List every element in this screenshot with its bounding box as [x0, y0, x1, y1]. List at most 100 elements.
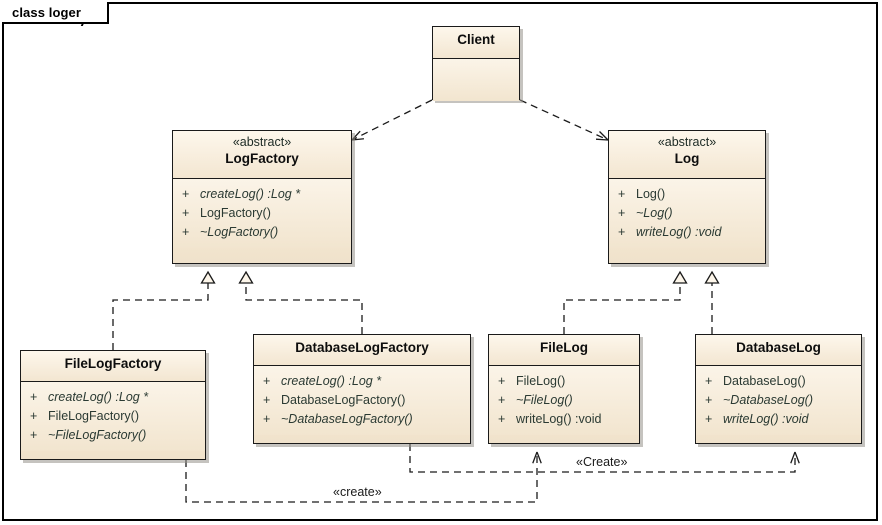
open-arrowhead — [790, 451, 796, 464]
uml-member-row: + writeLog() :void — [615, 223, 761, 242]
uml-members-databaselog: + DatabaseLog() + ~DatabaseLog() + writeLog()… — [696, 366, 861, 435]
member-signature: ~DatabaseLogFactory() — [281, 412, 413, 426]
uml-members-client — [433, 59, 519, 101]
member-signature: DatabaseLog() — [723, 374, 806, 388]
uml-members-log: +Log()+~Log()+writeLog() :void — [609, 179, 765, 248]
relationship-line — [185, 453, 538, 503]
uml-class-header-filelogfactory: FileLogFactory — [21, 351, 205, 382]
uml-class-name-client: Client — [457, 32, 495, 47]
uml-members-filelogfactory: +createLog() :Log *+FileLogFactory()+~Fi… — [21, 382, 205, 451]
visibility-marker: + — [182, 206, 190, 220]
visibility-marker: + — [182, 187, 190, 201]
member-signature: ~FileLog() — [516, 393, 573, 407]
uml-class-header-log: «abstract» Log — [609, 131, 765, 179]
member-signature: writeLog() :void — [516, 412, 602, 426]
member-signature: FileLog() — [516, 374, 566, 388]
visibility-marker: + — [498, 374, 506, 388]
open-arrowhead — [599, 131, 609, 141]
member-signature: LogFactory() — [200, 206, 271, 220]
uml-class-name-filelogfactory: FileLogFactory — [64, 356, 162, 371]
visibility-marker: + — [263, 374, 271, 388]
uml-stereotype-log: «abstract» — [657, 135, 717, 149]
frame-title-tab: class loger — [2, 2, 110, 24]
uml-members-logfactory: +createLog() :Log *+LogFactory()+~LogFac… — [173, 179, 351, 248]
uml-stereotype-logfactory: «abstract» — [232, 135, 292, 149]
uml-member-row: + ~LogFactory() — [179, 223, 347, 242]
uml-member-row: + FileLogFactory() — [27, 407, 201, 426]
visibility-marker: + — [182, 225, 190, 239]
open-arrowhead — [595, 138, 609, 141]
visibility-marker: + — [30, 390, 38, 404]
uml-member-row: +createLog() :Log * — [260, 372, 466, 391]
uml-member-row: + FileLog() — [495, 372, 635, 391]
open-arrowhead — [794, 451, 800, 464]
relationship-databaselogfactory-realizes-logfactory[interactable] — [238, 270, 363, 334]
uml-class-header-databaselogfactory: DatabaseLogFactory — [254, 335, 470, 366]
visibility-marker: + — [30, 409, 38, 423]
member-signature: DatabaseLogFactory() — [281, 393, 406, 407]
relationship-client-to-log[interactable] — [519, 99, 609, 141]
uml-member-row: +createLog() :Log * — [27, 388, 201, 407]
uml-member-row: + ~FileLogFactory() — [27, 426, 201, 445]
uml-class-log[interactable]: «abstract»Log+Log()+~Log()+writeLog() :v… — [608, 130, 766, 264]
hollow-triangle-arrowhead — [238, 270, 254, 284]
hollow-triangle-arrowhead — [200, 270, 216, 284]
relationship-filelog-realizes-log[interactable] — [563, 270, 688, 334]
hollow-triangle-arrowhead — [672, 270, 688, 284]
hollow-triangle-arrowhead — [704, 270, 720, 284]
member-signature: Log() — [636, 187, 666, 201]
uml-class-header-databaselog: DatabaseLog — [696, 335, 861, 366]
visibility-marker: + — [618, 206, 626, 220]
open-arrowhead — [532, 451, 538, 464]
relationship-line — [519, 99, 608, 141]
relationship-databaselog-realizes-log[interactable] — [704, 270, 720, 334]
uml-member-row: +writeLog() :void — [495, 410, 635, 429]
uml-member-row: + DatabaseLogFactory() — [260, 391, 466, 410]
visibility-marker: + — [705, 412, 713, 426]
visibility-marker: + — [30, 428, 38, 442]
uml-class-header-client: Client — [433, 27, 519, 59]
visibility-marker: + — [705, 393, 713, 407]
member-signature: FileLogFactory() — [48, 409, 139, 423]
uml-class-name-databaselogfactory: DatabaseLogFactory — [295, 340, 429, 355]
member-signature: ~FileLogFactory() — [48, 428, 147, 442]
uml-class-header-filelog: FileLog — [489, 335, 639, 366]
uml-class-client[interactable]: Client — [432, 26, 520, 101]
relationship-client-to-logfactory[interactable] — [351, 99, 433, 141]
uml-member-row: + DatabaseLog() — [702, 372, 857, 391]
visibility-marker: + — [263, 412, 271, 426]
uml-class-databaselog[interactable]: DatabaseLog + DatabaseLog() + ~DatabaseLog()… — [695, 334, 862, 444]
uml-class-name-databaselog: DatabaseLog — [736, 340, 821, 355]
relationship-line — [409, 444, 796, 473]
visibility-marker: + — [498, 393, 506, 407]
uml-member-row: + writeLog() :void — [702, 410, 857, 429]
uml-class-name-log: Log — [674, 151, 700, 166]
relationship-line — [563, 283, 681, 334]
open-arrowhead — [536, 451, 542, 464]
member-signature: ~LogFactory() — [200, 225, 279, 239]
uml-member-row: + ~FileLog() — [495, 391, 635, 410]
uml-class-name-logfactory: LogFactory — [225, 151, 299, 166]
relationship-line — [245, 283, 363, 334]
uml-class-logfactory[interactable]: «abstract»LogFactory+createLog() :Log *+… — [172, 130, 352, 264]
uml-class-filelogfactory[interactable]: FileLogFactory+createLog() :Log *+FileLo… — [20, 350, 206, 460]
member-signature: writeLog() :void — [636, 225, 722, 239]
uml-class-name-filelog: FileLog — [540, 340, 588, 355]
uml-class-databaselogfactory[interactable]: DatabaseLogFactory+createLog() :Log *+Da… — [253, 334, 471, 444]
uml-members-filelog: + FileLog() + ~FileLog() +writeLog() :void — [489, 366, 639, 435]
visibility-marker: + — [705, 374, 713, 388]
relationship-filelogfactory-creates-filelog[interactable] — [185, 451, 542, 503]
member-signature: writeLog() :void — [723, 412, 809, 426]
uml-member-row: +~Log() — [615, 204, 761, 223]
relationship-databaselogfactory-creates-databaselog[interactable] — [409, 444, 800, 473]
relationship-filelogfactory-realizes-logfactory[interactable] — [112, 270, 216, 350]
member-signature: ~DatabaseLog() — [723, 393, 813, 407]
uml-members-databaselogfactory: +createLog() :Log *+DatabaseLogFactory()… — [254, 366, 470, 435]
uml-class-filelog[interactable]: FileLog + FileLog() + ~FileLog() +writeLog() … — [488, 334, 640, 444]
uml-member-row: + ~DatabaseLog() — [702, 391, 857, 410]
relationship-line — [112, 283, 209, 350]
open-arrowhead — [351, 138, 365, 141]
visibility-marker: + — [263, 393, 271, 407]
visibility-marker: + — [618, 225, 626, 239]
